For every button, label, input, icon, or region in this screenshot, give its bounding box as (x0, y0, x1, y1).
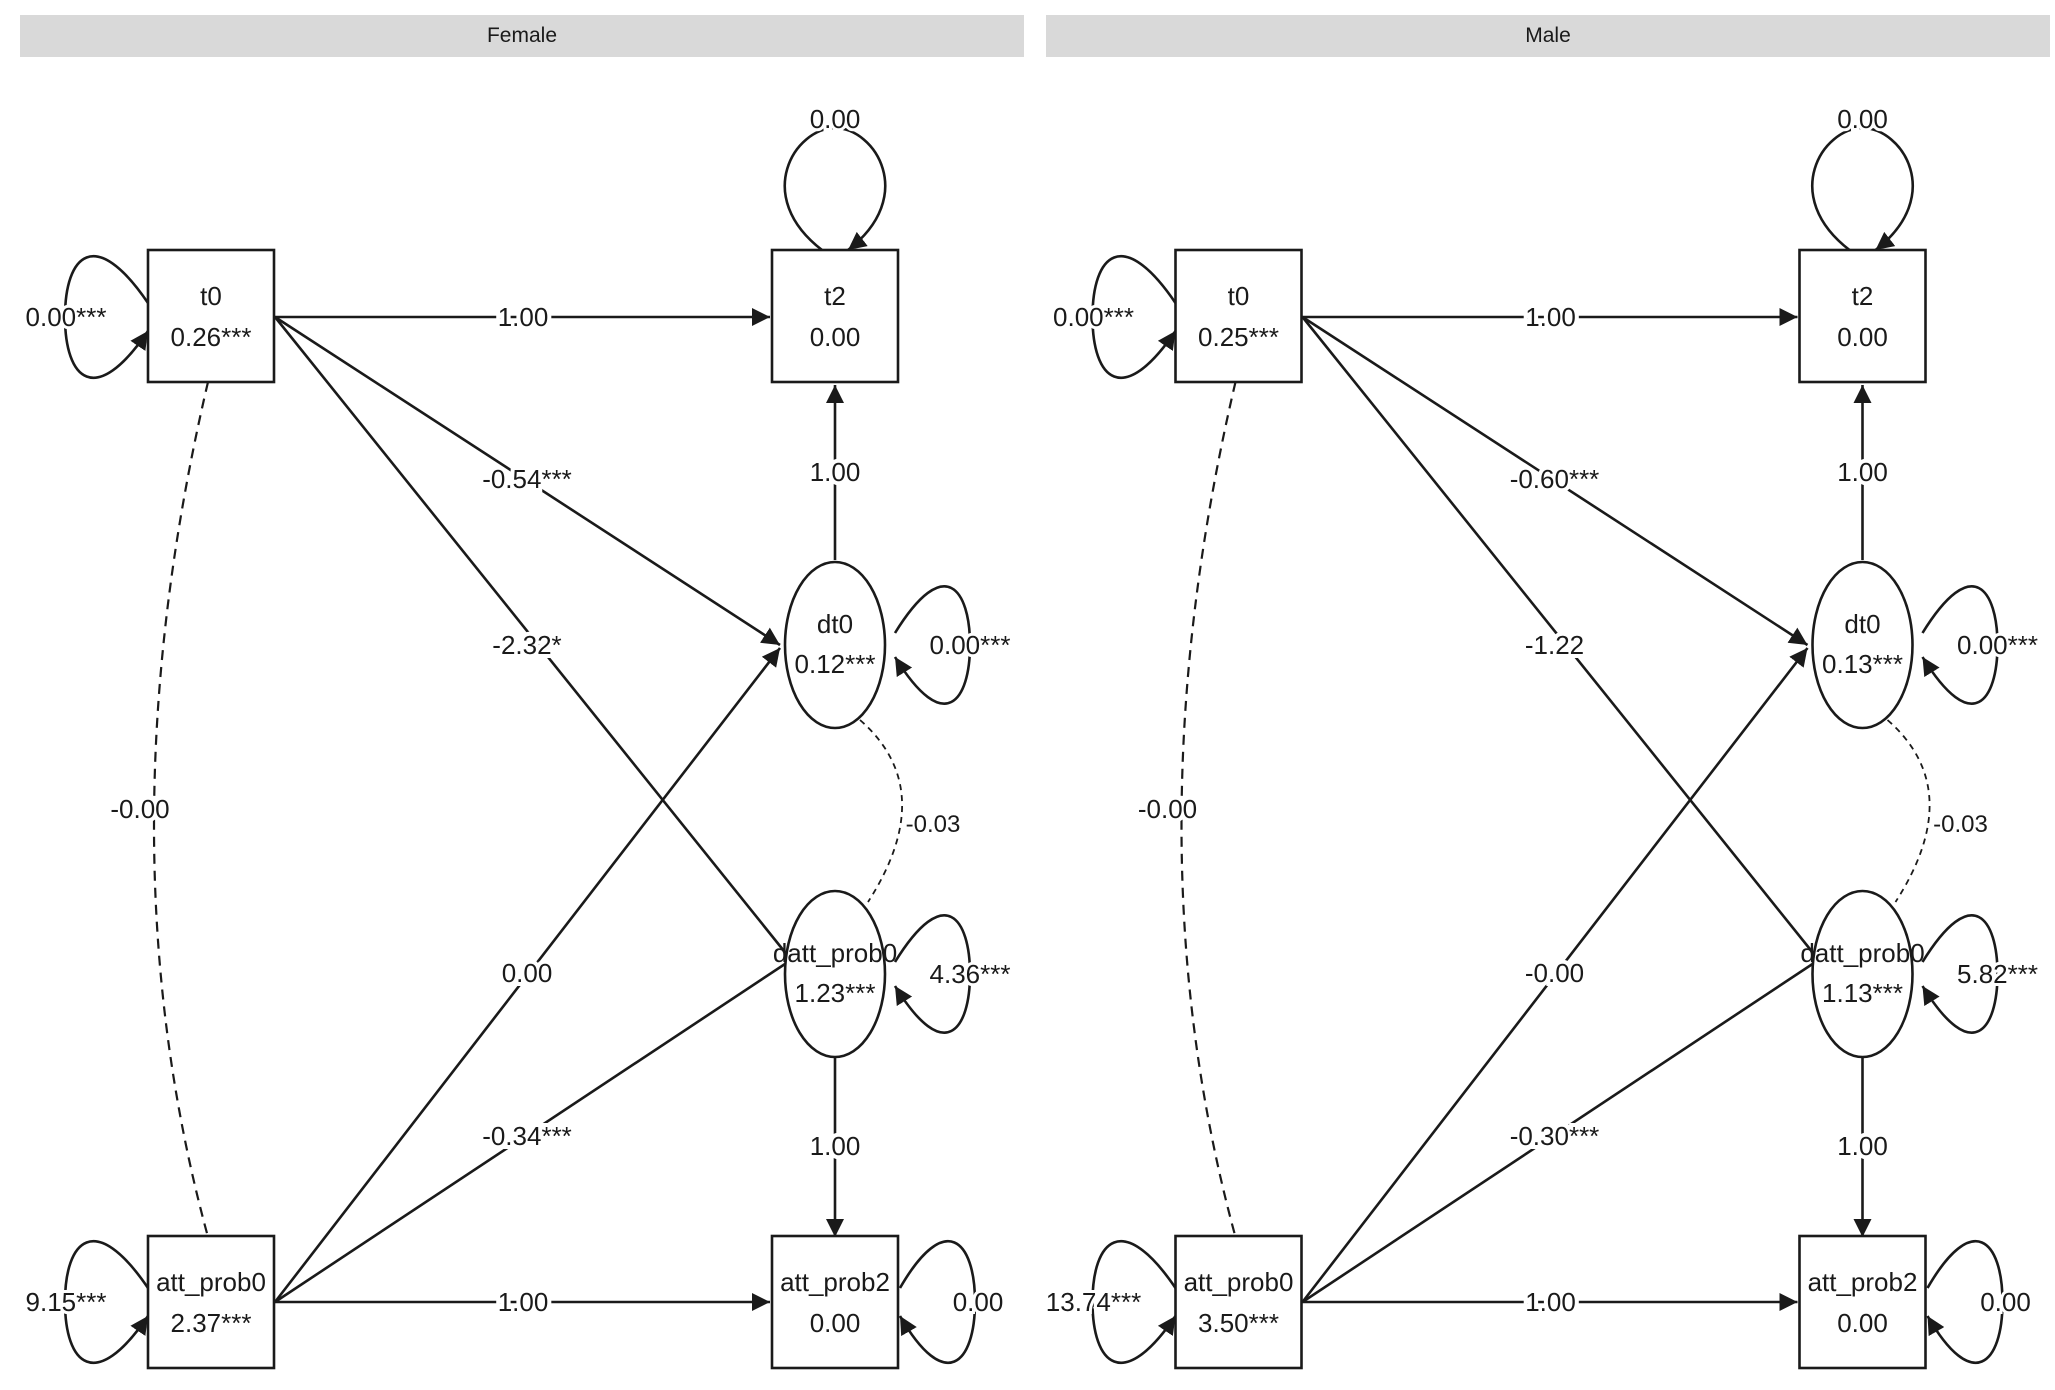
variance-att-label: 9.15*** (26, 1287, 107, 1317)
variance-dt0-label: 0.00*** (930, 630, 1011, 660)
path-label-dt0-t2: 1.00 (1837, 457, 1888, 487)
variance-loop-att (63, 1240, 150, 1364)
node-t0-value: 0.25*** (1198, 322, 1279, 352)
node-datt-ellipse (783, 889, 887, 1059)
panel-female: Female (0, 0, 1027, 1390)
path-label-datt-att: -0.30*** (1510, 1121, 1600, 1151)
path-label-t0-dt0: -0.60*** (1510, 464, 1600, 494)
variance-loop-att (1091, 1240, 1177, 1364)
cov-dt0-datt (1886, 719, 1931, 903)
node-t0-value: 0.26*** (171, 322, 252, 352)
panel-male: Male (1027, 0, 2055, 1390)
path-label-datt-att: -0.34*** (482, 1121, 572, 1151)
path-label-t0-dt0: -0.54*** (482, 464, 572, 494)
node-att2-box (1798, 1234, 1927, 1370)
cov-t0-att (1180, 381, 1237, 1238)
path-label-datt-att2: 1.00 (810, 1131, 861, 1161)
path-datt-att (274, 960, 789, 1304)
cov-label-t0-att: -0.00 (110, 794, 169, 824)
variance-att-label: 13.74*** (1046, 1287, 1141, 1317)
node-t0-name: t0 (200, 281, 222, 311)
node-dt0-ellipse (783, 560, 887, 730)
node-att-name: att_prob0 (156, 1267, 266, 1297)
node-att-box (1174, 1234, 1303, 1370)
variance-loop-att2 (898, 1239, 977, 1365)
panel-strip-label: Male (1046, 15, 2050, 57)
path-t0-dt0 (1301, 315, 1809, 647)
node-datt-value: 1.23*** (795, 978, 876, 1008)
node-t2-box (770, 248, 900, 384)
variance-t2-label: 0.00 (1837, 104, 1888, 134)
node-dt0-value: 0.12*** (795, 649, 876, 679)
node-t2-value: 0.00 (1837, 322, 1888, 352)
node-t2-name: t2 (824, 281, 846, 311)
cov-dt0-datt (859, 719, 903, 903)
node-att2-value: 0.00 (810, 1308, 861, 1338)
path-label-t0-datt: -2.32* (492, 630, 561, 660)
node-datt-name: datt_prob0 (773, 938, 897, 968)
node-t2-box (1798, 248, 1927, 384)
node-dt0-name: dt0 (817, 609, 853, 639)
node-att2-name: att_prob2 (1808, 1267, 1918, 1297)
path-att-dt0 (1301, 647, 1809, 1303)
node-dt0-ellipse (1811, 560, 1914, 730)
variance-loop-t0 (1091, 255, 1177, 379)
variance-loop-t0 (63, 255, 150, 379)
cov-t0-att (152, 381, 210, 1238)
node-datt-value: 1.13*** (1822, 978, 1903, 1008)
node-t0-name: t0 (1228, 281, 1250, 311)
variance-loop-att2 (1926, 1239, 2004, 1365)
path-label-datt-att2: 1.00 (1837, 1131, 1888, 1161)
node-t0-box (146, 248, 276, 384)
variance-loop-t2 (1811, 126, 1914, 252)
variance-t2-label: 0.00 (810, 104, 861, 134)
node-att-value: 2.37*** (171, 1308, 252, 1338)
cov-label-dt0-datt: -0.03 (906, 811, 961, 838)
variance-datt-label: 4.36*** (930, 959, 1011, 989)
node-att2-box (770, 1234, 900, 1370)
path-t0-datt (1301, 316, 1817, 957)
path-label-att-att2: 1.00 (498, 1287, 549, 1317)
path-label-att-att2: 1.00 (1525, 1287, 1576, 1317)
variance-att2-label: 0.00 (953, 1287, 1004, 1317)
node-att-value: 3.50*** (1198, 1308, 1279, 1338)
path-label-t0-t2: 1.00 (1525, 302, 1576, 332)
variance-loop-datt (893, 914, 972, 1034)
variance-t0-label: 0.00*** (26, 302, 107, 332)
node-dt0-name: dt0 (1844, 609, 1880, 639)
path-label-t0-t2: 1.00 (498, 302, 549, 332)
variance-loop-dt0 (1921, 585, 1999, 705)
path-t0-dt0 (274, 315, 781, 647)
path-diagram-male: t0 0.25*** t2 0.00 dt0 0.13*** datt_prob… (1043, 101, 2041, 1370)
variance-t0-label: 0.00*** (1053, 302, 1134, 332)
variance-att2-label: 0.00 (1980, 1287, 2031, 1317)
node-datt-name: datt_prob0 (1800, 938, 1924, 968)
node-att-box (146, 1234, 276, 1370)
variance-loop-datt (1921, 914, 1999, 1034)
node-att2-name: att_prob2 (780, 1267, 890, 1297)
path-label-dt0-t2: 1.00 (810, 457, 861, 487)
panel-strip-label: Female (20, 15, 1024, 57)
node-att2-value: 0.00 (1837, 1308, 1888, 1338)
variance-loop-t2 (783, 126, 887, 252)
node-t2-value: 0.00 (810, 322, 861, 352)
node-t0-box (1174, 248, 1303, 384)
path-label-att-dt0: -0.00 (1525, 958, 1584, 988)
variance-dt0-label: 0.00*** (1957, 630, 2038, 660)
cov-label-t0-att: -0.00 (1138, 794, 1197, 824)
variance-datt-label: 5.82*** (1957, 959, 2038, 989)
path-label-att-dt0: 0.00 (502, 958, 553, 988)
node-att-name: att_prob0 (1184, 1267, 1294, 1297)
path-diagram-female: t0 0.26*** t2 0.00 dt0 0.12*** datt_prob… (23, 101, 1013, 1370)
variance-loop-dt0 (893, 585, 972, 705)
cov-label-dt0-datt: -0.03 (1933, 811, 1988, 838)
path-label-t0-datt: -1.22 (1525, 630, 1584, 660)
node-datt-ellipse (1811, 889, 1914, 1059)
path-datt-att (1301, 960, 1817, 1304)
path-t0-datt (273, 316, 790, 957)
node-dt0-value: 0.13*** (1822, 649, 1903, 679)
node-t2-name: t2 (1852, 281, 1874, 311)
path-att-dt0 (273, 647, 782, 1303)
